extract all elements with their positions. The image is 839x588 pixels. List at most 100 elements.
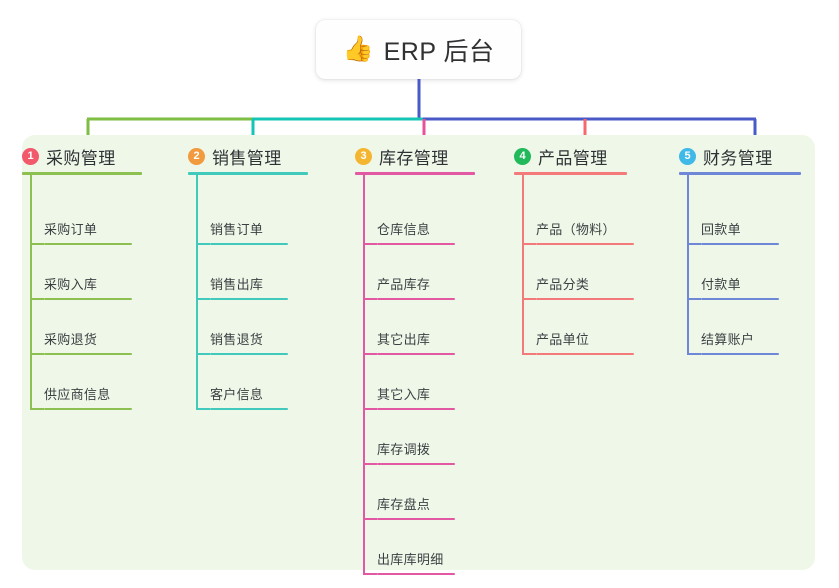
- branch-item-connector: [363, 243, 377, 245]
- branch-header-rule: [355, 172, 475, 175]
- branch-item-rule: [210, 408, 288, 410]
- branch-item-connector: [687, 243, 701, 245]
- branch-item-label: 销售出库: [210, 277, 264, 292]
- branch-item[interactable]: 产品分类: [536, 260, 634, 300]
- branch-item[interactable]: 产品库存: [377, 260, 455, 300]
- branch-item-label: 产品单位: [536, 332, 590, 347]
- branch-item-label: 出库库明细: [377, 552, 444, 567]
- branch-item-rule: [210, 243, 288, 245]
- branch-item-rule: [536, 298, 634, 300]
- branch-item-label: 采购订单: [44, 222, 98, 237]
- branch-item[interactable]: 产品单位: [536, 315, 634, 355]
- branch-header-rule: [22, 172, 142, 175]
- branch-item[interactable]: 产品（物料）: [536, 205, 634, 245]
- branch-header-rule: [514, 172, 627, 175]
- branch-item-connector: [30, 353, 44, 355]
- branch-item-rule: [377, 243, 455, 245]
- branch-item-label: 结算账户: [701, 332, 755, 347]
- branch-item-connector: [522, 243, 536, 245]
- branch-item-connector: [363, 463, 377, 465]
- branch-item-rule: [377, 353, 455, 355]
- branch-item-label: 销售订单: [210, 222, 264, 237]
- branch-index-badge: 1: [22, 148, 39, 165]
- branch-item-label: 销售退货: [210, 332, 264, 347]
- branch-item-label: 产品（物料）: [536, 222, 616, 237]
- branch-item[interactable]: 出库库明细: [377, 535, 455, 575]
- branch-item-label: 采购退货: [44, 332, 98, 347]
- branch-item[interactable]: 销售退货: [210, 315, 288, 355]
- branch-item-rule: [377, 298, 455, 300]
- branch-title-label: 销售管理: [212, 149, 282, 168]
- branch-item[interactable]: 付款单: [701, 260, 779, 300]
- branch-item[interactable]: 客户信息: [210, 370, 288, 410]
- branch-item-connector: [196, 243, 210, 245]
- branch-item[interactable]: 其它出库: [377, 315, 455, 355]
- branch-column: 5 财务管理回款单付款单结算账户: [679, 135, 829, 570]
- branch-title-label: 财务管理: [703, 149, 773, 168]
- branch-item-label: 客户信息: [210, 387, 264, 402]
- branch-item-connector: [30, 408, 44, 410]
- branch-item[interactable]: 结算账户: [701, 315, 779, 355]
- branch-spine: [522, 175, 524, 355]
- branch-index-badge: 2: [188, 148, 205, 165]
- branch-spine: [687, 175, 689, 355]
- branch-item-connector: [363, 353, 377, 355]
- branch-item-connector: [30, 298, 44, 300]
- branch-item-rule: [536, 353, 634, 355]
- branch-item-rule: [701, 243, 779, 245]
- branch-item-connector: [196, 353, 210, 355]
- branch-item-label: 库存盘点: [377, 497, 431, 512]
- branch-item[interactable]: 仓库信息: [377, 205, 455, 245]
- branch-item-label: 其它入库: [377, 387, 431, 402]
- branch-item-rule: [44, 408, 132, 410]
- branch-item-rule: [210, 353, 288, 355]
- branch-column: 2 销售管理销售订单销售出库销售退货客户信息: [188, 135, 338, 570]
- branch-item-label: 库存调拨: [377, 442, 431, 457]
- branch-item[interactable]: 供应商信息: [44, 370, 132, 410]
- branch-item[interactable]: 销售订单: [210, 205, 288, 245]
- branch-spine: [196, 175, 198, 410]
- branch-item-rule: [701, 298, 779, 300]
- root-node-card[interactable]: 👍 ERP 后台: [316, 20, 521, 79]
- branch-item-label: 回款单: [701, 222, 741, 237]
- branch-item-rule: [536, 243, 634, 245]
- branch-header-财务管理[interactable]: 5 财务管理: [679, 144, 773, 169]
- branch-title-label: 库存管理: [379, 149, 449, 168]
- branch-item-label: 其它出库: [377, 332, 431, 347]
- branch-index-badge: 4: [514, 148, 531, 165]
- branch-item-rule: [701, 353, 779, 355]
- branch-item-connector: [687, 353, 701, 355]
- root-node-content: 👍 ERP 后台: [342, 32, 494, 68]
- branch-item-label: 仓库信息: [377, 222, 431, 237]
- branch-item-connector: [30, 243, 44, 245]
- branch-item[interactable]: 采购退货: [44, 315, 132, 355]
- branch-item[interactable]: 销售出库: [210, 260, 288, 300]
- branch-index-badge: 5: [679, 148, 696, 165]
- branch-item[interactable]: 库存盘点: [377, 480, 455, 520]
- branch-item[interactable]: 库存调拨: [377, 425, 455, 465]
- branch-item[interactable]: 回款单: [701, 205, 779, 245]
- branch-item-connector: [522, 298, 536, 300]
- branch-item[interactable]: 其它入库: [377, 370, 455, 410]
- branch-item[interactable]: 采购订单: [44, 205, 132, 245]
- branch-spine: [30, 175, 32, 410]
- branch-header-销售管理[interactable]: 2 销售管理: [188, 144, 282, 169]
- branch-item-rule: [44, 298, 132, 300]
- branch-item[interactable]: 采购入库: [44, 260, 132, 300]
- branch-item-connector: [363, 518, 377, 520]
- thumbs-up-icon: 👍: [342, 35, 374, 63]
- branch-item-connector: [363, 408, 377, 410]
- branch-item-label: 产品库存: [377, 277, 431, 292]
- branch-item-connector: [363, 573, 377, 575]
- branch-header-rule: [679, 172, 801, 175]
- branch-item-rule: [377, 518, 455, 520]
- branch-item-label: 采购入库: [44, 277, 98, 292]
- branch-item-connector: [687, 298, 701, 300]
